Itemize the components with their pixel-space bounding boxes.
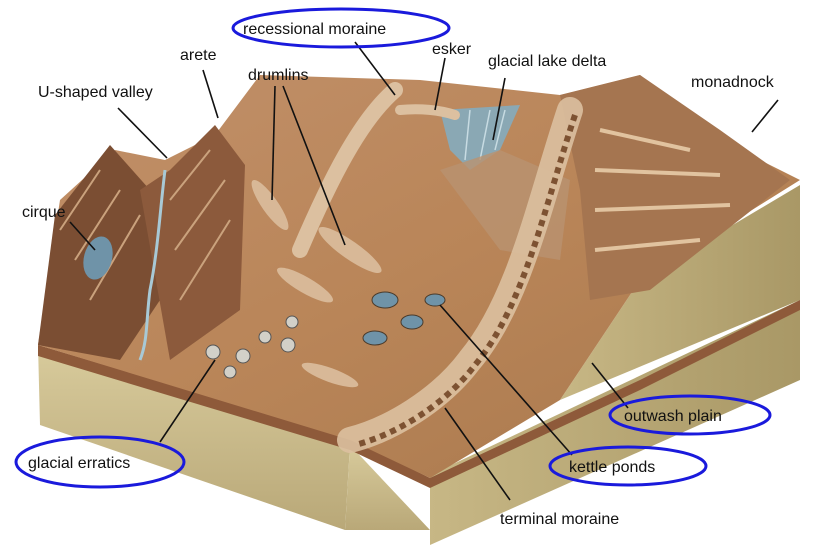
leader-arete	[203, 70, 218, 118]
kettle-pond	[425, 294, 445, 306]
erratic-boulder	[224, 366, 236, 378]
label-drumlins: drumlins	[248, 67, 308, 84]
kettle-pond	[363, 331, 387, 345]
erratic-boulder	[259, 331, 271, 343]
label-monadnock: monadnock	[691, 74, 775, 91]
erratic-boulder	[236, 349, 250, 363]
label-terminal-moraine: terminal moraine	[500, 511, 619, 528]
leader-monadnock	[752, 100, 778, 132]
label-recessional-moraine: recessional moraine	[243, 21, 386, 38]
leader-u-shaped-valley	[118, 108, 167, 158]
erratic-boulder	[286, 316, 298, 328]
label-glacial-erratics: glacial erratics	[28, 455, 130, 472]
label-esker: esker	[432, 41, 472, 58]
label-arete: arete	[180, 47, 217, 64]
erratic-boulder	[281, 338, 295, 352]
label-u-shaped-valley: U-shaped valley	[38, 84, 153, 101]
label-cirque: cirque	[22, 204, 66, 221]
label-kettle-ponds: kettle ponds	[569, 459, 655, 476]
kettle-pond	[401, 315, 423, 329]
label-outwash-plain: outwash plain	[624, 408, 722, 425]
kettle-pond	[372, 292, 398, 308]
erratic-boulder	[206, 345, 220, 359]
esker-ridge	[400, 109, 455, 115]
label-glacial-lake-delta: glacial lake delta	[488, 53, 606, 70]
